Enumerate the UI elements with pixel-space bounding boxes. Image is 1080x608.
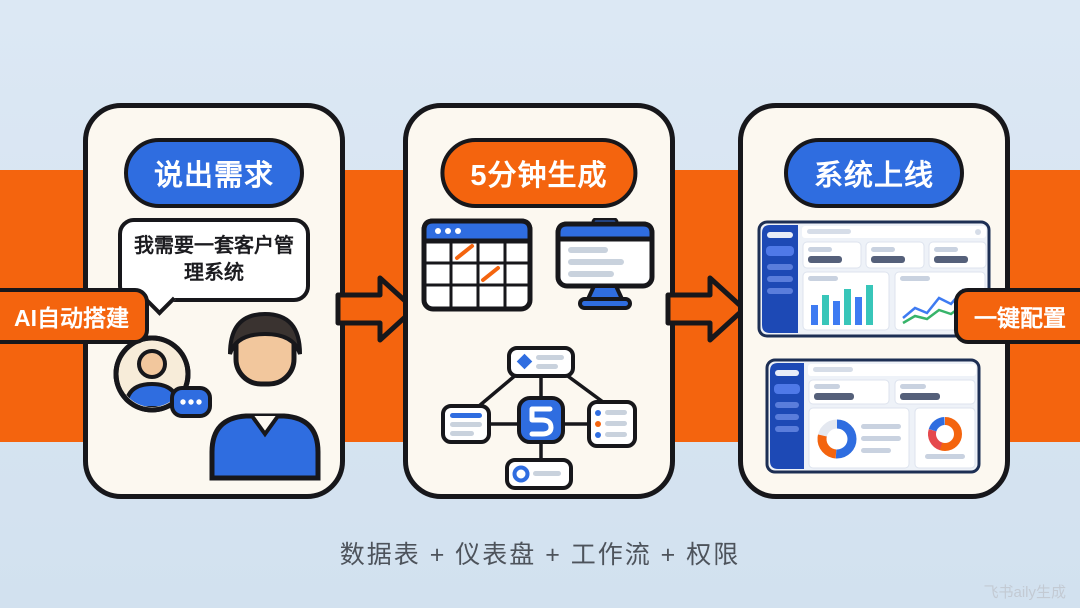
workflow-diagram — [439, 344, 639, 497]
step-card-system-live: 系统上线 — [738, 103, 1010, 499]
person-and-avatar-graphic — [113, 311, 321, 481]
stat-cards — [802, 241, 987, 269]
person-figure — [209, 311, 321, 481]
person-illustration — [94, 306, 334, 487]
watermark: 飞书aily生成 — [983, 584, 1066, 601]
mini-dashboard-charts — [757, 220, 991, 338]
step-card-speak-needs: 说出需求 我需要一套客户管理系统 — [83, 103, 345, 499]
step-card-generate: 5分钟生成 — [403, 103, 675, 499]
flow-node-bottom — [505, 458, 573, 490]
flow-node-right — [587, 400, 637, 448]
mini-donut-chart-right — [914, 407, 976, 469]
mini-dashboard-donuts — [765, 358, 981, 474]
flowchart-icon — [441, 346, 637, 490]
flow-node-top — [507, 346, 575, 378]
right-arrow-icon — [335, 275, 417, 343]
flow-node-left — [441, 404, 491, 444]
generated-apps-row — [408, 218, 670, 312]
left-band-label: AI自动搭建 — [0, 288, 149, 344]
step1-badge: 说出需求 — [123, 138, 305, 208]
spreadsheet-icon — [421, 218, 533, 312]
speech-bubble: 我需要一套客户管理系统 — [118, 218, 310, 302]
mini-donut-chart-left — [808, 407, 910, 469]
flow-arrow-1 — [334, 272, 418, 351]
step3-badge: 系统上线 — [783, 138, 965, 208]
dashboard-screenshot-bottom — [765, 358, 981, 479]
step2-badge: 5分钟生成 — [440, 138, 638, 208]
flow-node-center — [517, 396, 565, 444]
mini-bar-chart — [802, 271, 890, 331]
chat-dots-icon — [170, 386, 212, 418]
dashboard-screenshot-top — [757, 220, 991, 343]
monitor-icon — [555, 218, 655, 310]
stat-cards — [808, 379, 976, 405]
right-band-label: 一键配置 — [954, 288, 1080, 344]
footer-caption: 数据表 + 仪表盘 + 工作流 + 权限 — [339, 541, 741, 569]
flow-arrow-2 — [664, 272, 748, 351]
right-arrow-icon — [665, 275, 747, 343]
avatar-person-icon — [123, 349, 181, 407]
